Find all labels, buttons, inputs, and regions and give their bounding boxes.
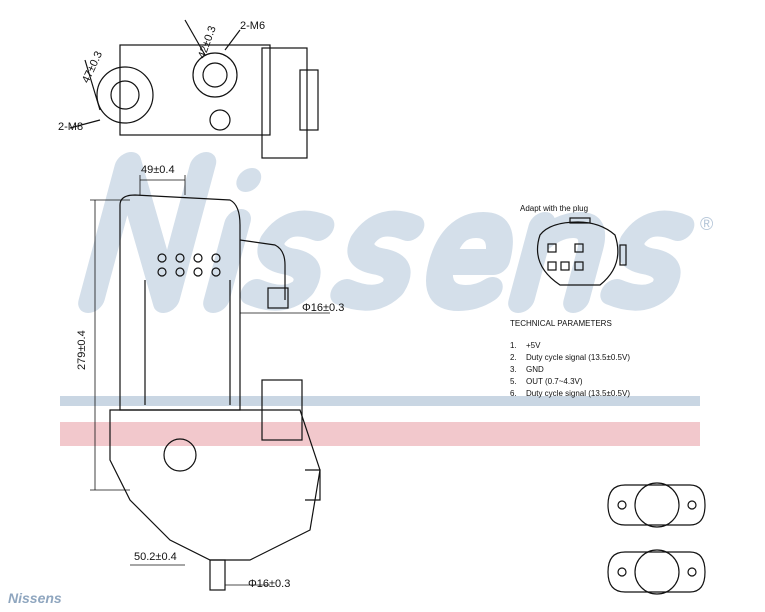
param-item: 3.GND [510, 365, 544, 374]
dim-pipe-lower: Φ16±0.3 [248, 578, 291, 590]
bolt-holes [157, 253, 221, 277]
param-item: 6.Duty cycle signal (13.5±0.5V) [510, 389, 630, 398]
dimension-lines [90, 175, 330, 586]
dim-2-m6: 2-M6 [240, 20, 266, 32]
top-view-valve [69, 19, 319, 159]
brand-name: Nissens [8, 590, 62, 606]
technical-title: TECHNICAL PARAMETERS [510, 319, 612, 328]
red-stripe [60, 422, 700, 446]
registered-mark: ® [700, 214, 714, 234]
blue-stripe [60, 396, 700, 406]
nissens-watermark [60, 152, 700, 446]
dim-2-m8: 2-M8 [58, 121, 84, 133]
dim-pipe-upper: Φ16±0.3 [302, 302, 345, 314]
param-item: 1.+5V [510, 341, 541, 350]
plug-connector [536, 217, 627, 286]
param-item: 5.OUT (0.7~4.3V) [510, 377, 583, 386]
dim-50-2: 50.2±0.4 [134, 551, 177, 563]
gasket-upper [607, 482, 706, 528]
egr-cooler-body [109, 194, 321, 591]
gasket-lower [607, 549, 706, 595]
dim-49: 49±0.4 [141, 164, 175, 176]
param-item: 2.Duty cycle signal (13.5±0.5V) [510, 353, 630, 362]
dim-279: 279±0.4 [76, 330, 88, 370]
technical-parameters: TECHNICAL PARAMETERS 1.+5V 2.Duty cycle … [510, 318, 630, 400]
plug-title: Adapt with the plug [520, 204, 589, 213]
